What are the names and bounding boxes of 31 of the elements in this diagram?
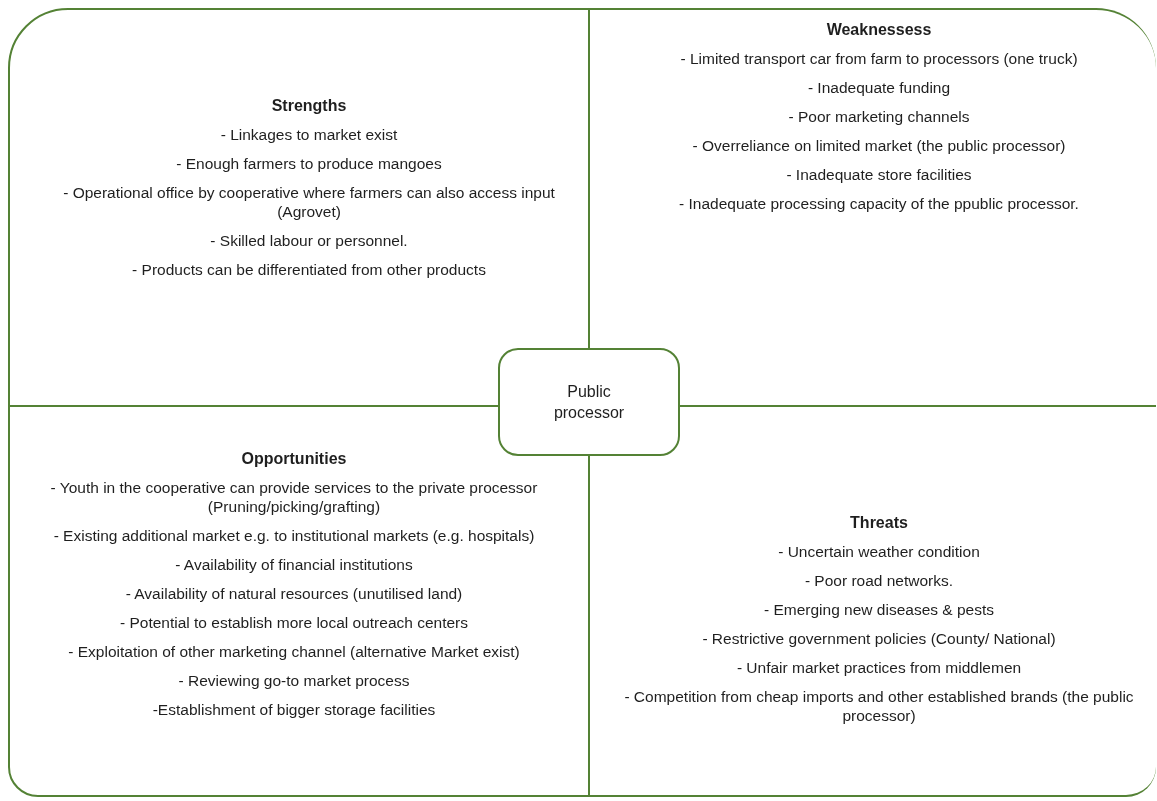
- list-item: -Establishment of bigger storage facilities: [152, 700, 436, 719]
- quadrant-heading: Weaknessess: [826, 20, 932, 40]
- list-item: - Overreliance on limited market (the public processor): [692, 136, 1066, 155]
- list-item: - Existing additional market e.g. to institutional markets (e.g. hospitals): [53, 526, 535, 545]
- list-item: - Enough farmers to produce mangoes: [176, 154, 442, 173]
- list-item: - Reviewing go-to market process: [178, 671, 410, 690]
- list-item: - Inadequate funding: [807, 78, 951, 97]
- quadrant-heading: Opportunities: [241, 449, 347, 469]
- list-item: - Unfair market practices from middlemen: [736, 658, 1022, 677]
- list-item: - Emerging new diseases & pests: [764, 600, 994, 619]
- list-item: - Products can be differentiated from other products: [132, 260, 486, 279]
- list-item: - Skilled labour or personnel.: [210, 231, 408, 250]
- list-item: - Limited transport car from farm to processors (one truck): [680, 49, 1078, 68]
- list-item: - Uncertain weather condition: [778, 542, 980, 561]
- list-item: - Youth in the cooperative can provide services to the private processor (Pruning/picking/grafting): [49, 478, 539, 516]
- list-item: - Availability of financial institutions: [175, 555, 413, 574]
- list-item: - Availability of natural resources (unutilised land): [125, 584, 463, 603]
- list-item: - Inadequate store facilities: [786, 165, 972, 184]
- center-label: Public processor: [552, 382, 626, 423]
- list-item: - Restrictive government policies (County/ National): [702, 629, 1056, 648]
- list-item: - Potential to establish more local outreach centers: [119, 613, 469, 632]
- list-item: - Competition from cheap imports and other established brands (the public processor): [623, 687, 1135, 725]
- quadrant-heading: Strengths: [271, 96, 347, 116]
- list-item: - Operational office by cooperative where farmers can also access input (Agrovet): [62, 183, 556, 221]
- quadrant-heading: Threats: [850, 513, 908, 533]
- list-item: - Poor marketing channels: [788, 107, 970, 126]
- list-item: - Exploitation of other marketing channel (alternative Market exist): [68, 642, 520, 661]
- list-item: - Poor road networks.: [804, 571, 954, 590]
- list-item: - Inadequate processing capacity of the ppublic processor.: [679, 194, 1079, 213]
- center-box: [498, 348, 680, 456]
- list-item: - Linkages to market exist: [220, 125, 398, 144]
